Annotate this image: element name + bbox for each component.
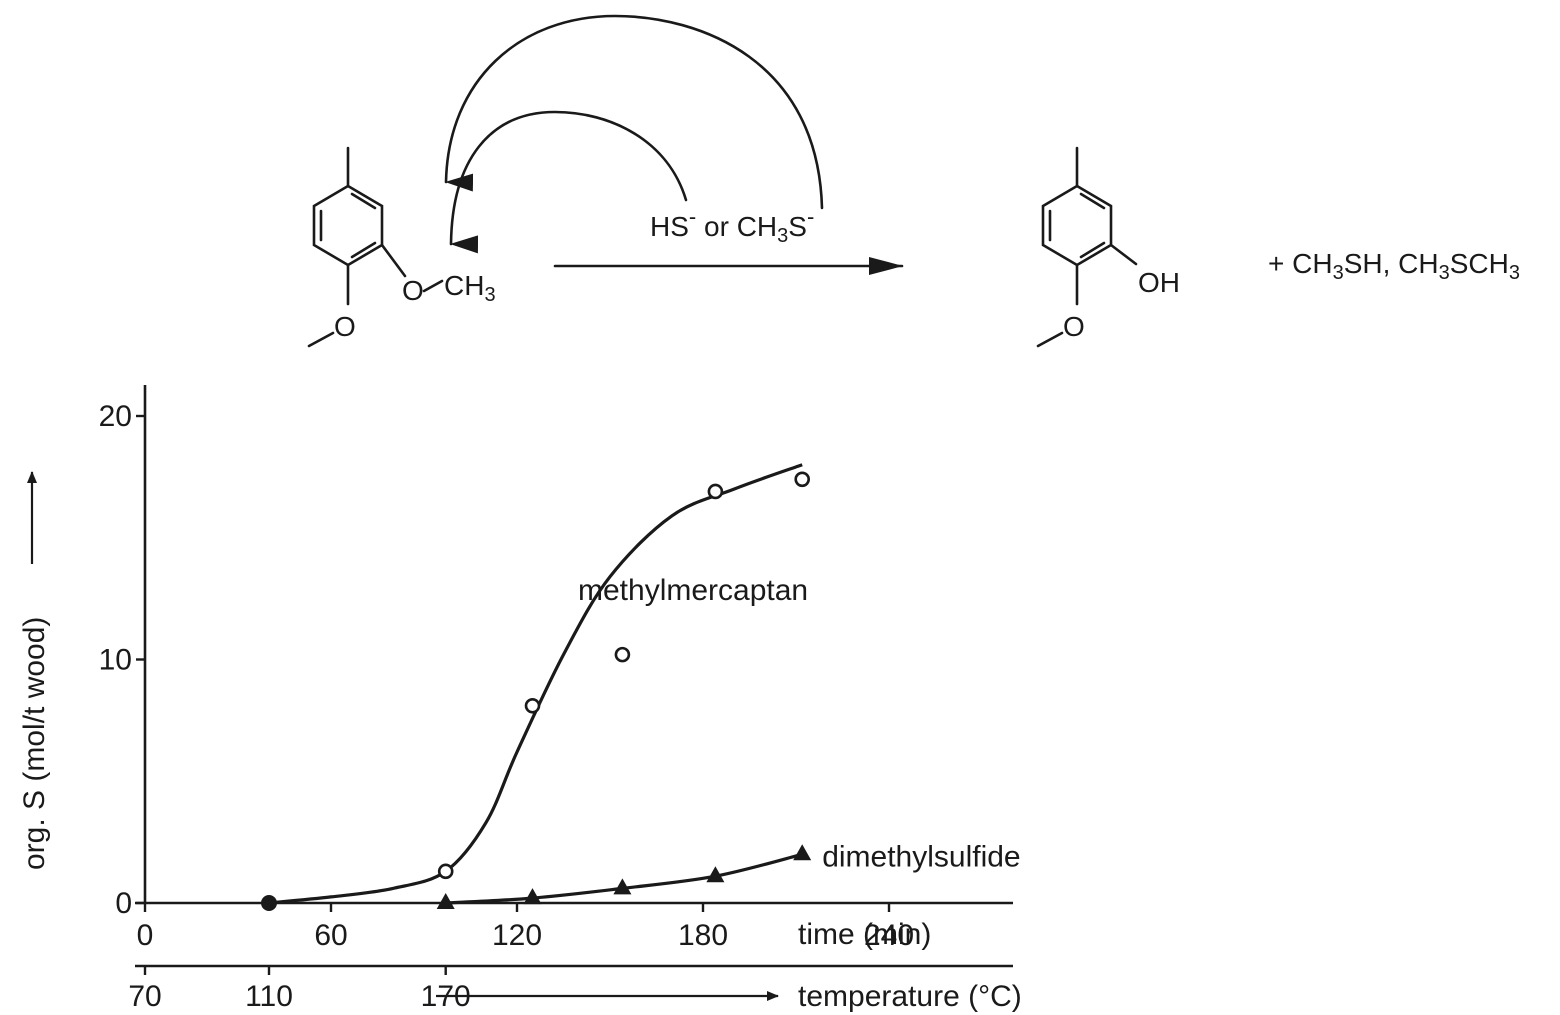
x-tick-label: 60: [314, 919, 347, 952]
temperature-axis-label: temperature (°C): [798, 980, 1022, 1013]
y-axis-label: org. S (mol/t wood): [18, 617, 51, 870]
product-methoxy-oxygen-label: O: [1063, 311, 1085, 342]
dimethylsulfide-fit-curve: [445, 852, 803, 905]
methylmercaptan-point: [437, 863, 454, 880]
dimethylsulfide-point: [523, 888, 542, 905]
x-tick-label: 180: [678, 919, 728, 952]
series-labels: methylmercaptan dimethylsulfide: [578, 574, 1021, 873]
substrate-molecule: O CH3 O: [307, 146, 496, 348]
substrate-oxygen-label: O: [402, 275, 424, 306]
dimethylsulfide-point: [793, 844, 812, 861]
temperature-tick-label: 70: [128, 980, 161, 1013]
methylmercaptan-fit-curve: [268, 463, 803, 905]
methylmercaptan-point: [524, 697, 541, 714]
dimethylsulfide-point: [436, 893, 455, 909]
y-axis-label-group: org. S (mol/t wood): [18, 471, 51, 870]
inner-attack-arrow: [449, 110, 688, 254]
y-tick-label: 20: [99, 400, 132, 433]
y-tick-label: 10: [99, 644, 132, 677]
substrate-methoxy-oxygen-label: O: [334, 311, 356, 342]
temperature-tick-label: 110: [245, 980, 293, 1013]
methylmercaptan-point: [707, 483, 724, 500]
x-axis-label: time (min): [798, 918, 931, 951]
reaction-scheme: O CH3 O HS- or CH3S- OH O: [307, 14, 1520, 348]
reagent-label: HS- or CH3S-: [650, 204, 814, 247]
origin-point: [261, 895, 277, 911]
data-markers: [261, 471, 812, 911]
byproducts-label: + CH3SH, CH3SCH3: [1268, 248, 1520, 284]
chart: org. S (mol/t wood) 0 10 20 0 60 120 180 240 7…: [18, 385, 1022, 1013]
x-tick-label: 240: [864, 919, 914, 952]
substrate-methyl-label: CH3: [444, 270, 496, 306]
y-ticks: 0 10 20: [99, 400, 145, 920]
methylmercaptan-point: [794, 471, 811, 488]
dimethylsulfide-label: dimethylsulfide: [822, 840, 1020, 873]
x-ticks: 0 60 120 180 240: [137, 903, 914, 952]
y-tick-label: 0: [115, 887, 132, 920]
product-molecule: OH O: [1036, 146, 1180, 348]
x-tick-label: 0: [137, 919, 154, 952]
x-tick-label: 120: [492, 919, 542, 952]
dimethylsulfide-point: [613, 878, 632, 895]
methylmercaptan-label: methylmercaptan: [578, 574, 808, 607]
fit-curves: [268, 463, 803, 905]
dimethylsulfide-point: [706, 866, 725, 883]
outer-attack-arrow: [444, 14, 824, 210]
methylmercaptan-point: [614, 646, 631, 663]
product-hydroxyl-label: OH: [1138, 267, 1180, 298]
